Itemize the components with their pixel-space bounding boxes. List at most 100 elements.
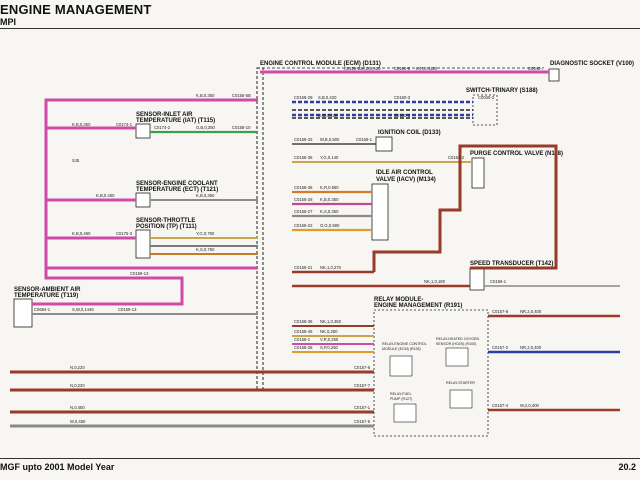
wl-amb-e: C0156-13 [130,271,149,276]
relay-starter-label: RELAY-STARTER [446,381,475,385]
wl-t5: C0040-3 [478,95,495,100]
ect-label-2: TEMPERATURE (ECT) (T121) [136,187,218,193]
magenta-wires [32,70,549,306]
wl-sp-d: C0196-1 [490,279,507,284]
wl-bot-h: C0157-5 [354,419,371,424]
relay-starter [449,389,473,409]
footer-rule [0,458,640,459]
relay-fuel-label-1: RELAY-FUEL [390,392,412,396]
sensor-wires [150,199,258,255]
relay-o2 [445,347,469,367]
wl-ecm-b: K,B,0,420 [362,66,381,71]
wl-ecm-c: C0160-6 [394,66,411,71]
relay-module-label-2: ENGINE MANAGEMENT (R191) [374,303,462,309]
wire-labels: K,B,0.350 C0158-5B C0158-22 K,B,0,420 C0… [34,66,545,424]
iacv-label-1: IDLE AIR CONTROL [376,170,433,176]
wl-bot-a: N,0,220 [70,365,85,370]
wl-top1: K,B,0.350 [196,93,215,98]
blue-dotted-wires [292,100,473,117]
trinary-switch-label: SWITCH-TRINARY (S188) [466,88,538,94]
wl-r-right3: C0157-2 [492,345,509,350]
relay-ecm-label-1: RELAY-ENGINE CONTROL [382,342,427,346]
wl-iat-b: C0174-1 [116,122,133,127]
wl-top2: C0158-5B [232,93,251,98]
wl-rl-1: C0158-36 [294,319,313,324]
wl-ia-w3: K,S,0.350 [320,209,339,214]
wl-rl-2: C0158-45 [294,329,313,334]
iacv-wires [292,190,372,232]
tp-sensor [135,229,151,259]
wl-pv-c: C0162-2 [448,155,465,160]
wl-r-right2: NR,2,0,400 [520,309,542,314]
wl-rl-w1: NK,1,0,350 [320,319,342,324]
wl-amb-a: C0684-1 [34,307,51,312]
wl-rl-4: C0158-28 [294,345,313,350]
ignition-coil [375,136,393,152]
speed-transducer [469,267,485,291]
wl-ecm-f: C0040-7 [528,66,545,71]
wl-sp-a: C0158-21 [294,265,313,270]
wl-rl-3: C0158-1 [294,337,311,342]
wl-ecm-e: K,R,0.4120 [416,66,438,71]
iat-label-2: TEMPERATURE (IAT) (T115) [136,118,215,124]
power-rails [10,370,374,428]
tp-label-2: POSITION (TP) (T111) [136,224,197,230]
wl-bot-d: W,0,450 [70,419,86,424]
wl-tp-e: Y,G,0,750 [196,231,215,236]
wl-ia-3: C0158-27 [294,209,313,214]
wl-rl-w4: S,P,0,250 [320,345,339,350]
relay-o2-label-2: SENSOR (HO2S) (R100) [436,342,476,346]
wl-r-right4: NR,2,0,400 [520,345,542,350]
wl-bot-e: C0157-6 [354,365,371,370]
page-title: ENGINE MANAGEMENT [0,2,152,17]
wl-bot-c: N,0,450 [70,405,85,410]
ambient-label-2: TEMPERATURE (T119) [14,293,78,299]
relay-ecm-label-2: MODULE (ECM) (R126) [382,347,421,351]
wl-iat-a: K,B,0,350 [72,122,91,127]
wl-t3: C0160-3 [394,95,411,100]
brown-feed-wire [372,144,558,272]
wl-ect-d: K,B,0,350 [196,193,215,198]
page-subtitle: MPI [0,17,17,27]
ect-sensor [135,192,151,208]
tp-label-1: SENSOR-THROTTLE [136,218,195,224]
wl-bot-b: N,0,220 [70,383,85,388]
wl-coil-b: W,B,0.500 [320,137,340,142]
wl-ia-4: C0158-22 [294,223,313,228]
iacv [371,183,389,241]
wl-amb-c: S,W,0,1445 [72,307,94,312]
ect-label-1: SENSOR-ENGINE COOLANT [136,181,218,187]
wl-r-right1: C0157-8 [492,309,509,314]
wl-tp-b: C0175-3 [116,231,133,236]
wl-sp-c: NK,1,0,180 [424,279,446,284]
sj5-label: SJ5 [72,158,80,163]
wl-iat-e: C0158-10 [232,125,251,130]
wl-ect-a: K,B,0.450 [96,193,115,198]
wl-iat-d: G,B,0,350 [196,125,216,130]
wl-pv-b: Y,G,0.140 [320,155,339,160]
wl-t2: S,B,0,420 [318,95,337,100]
wl-ia-w1: K,R,0.590 [320,185,339,190]
wl-ia-1: C0158-36 [294,185,313,190]
purge-valve-label: PURGE CONTROL VALVE (N118) [470,151,563,157]
wl-ia-2: C0158-28 [294,197,313,202]
wl-u3: C0160-5 [394,113,411,118]
wl-tp-a: K,B,0,460 [72,231,91,236]
header-rule [0,28,640,29]
wl-rl-w3: V,R,0,250 [320,337,339,342]
wl-coil-c: C0159-1 [356,137,373,142]
speed-transducer-label: SPEED TRANSDUCER (T142) [470,261,553,267]
wl-r-right6: W,2,0,400 [520,403,540,408]
ambient-sensor [13,298,33,328]
wl-amb-d: C0159-13 [118,307,137,312]
ambient-label-1: SENSOR-AMBIENT AIR [14,287,81,293]
wl-pv-a: C0158-35 [294,155,313,160]
wl-bot-f: C0157-7 [354,383,371,388]
relay-o2-label-1: RELAY-HEATED OXYGEN [436,337,479,341]
wl-sp-b: NK,1,0,270 [320,265,342,270]
ecm-outline [256,67,264,391]
wl-tp-f: K,S,0,750 [196,247,215,252]
wl-r-right5: C0157-4 [492,403,509,408]
